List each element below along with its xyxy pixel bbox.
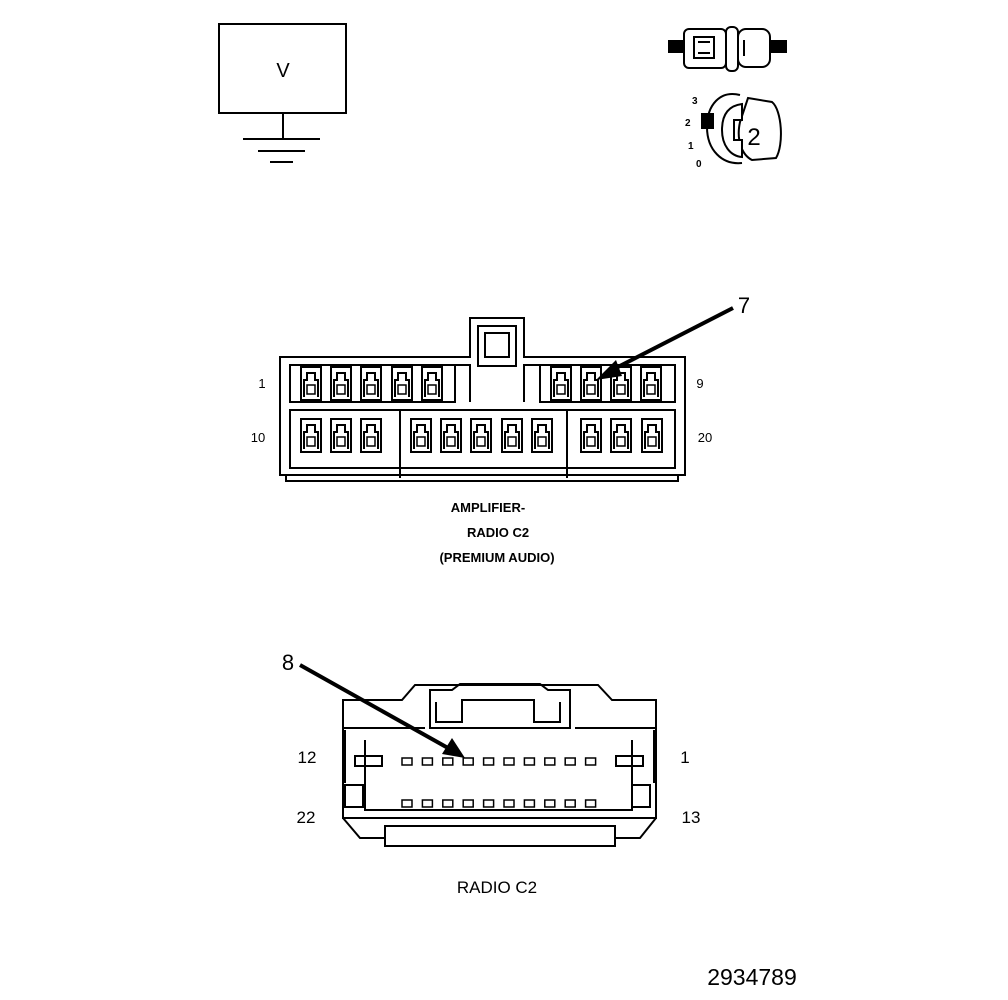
amp-cavity-bottom-9 (580, 418, 602, 453)
switch-key-number: 2 (747, 124, 760, 151)
radio-cavity-bottom-8 (544, 799, 556, 808)
switch-position-2: 2 (685, 118, 691, 129)
amp-cavity-top-3 (360, 366, 382, 401)
radio-side-key-left (344, 784, 364, 808)
radio-cavity-bottom-1 (401, 799, 413, 808)
amp-cavity-bottom-5 (440, 418, 462, 453)
radio-cavity-bottom-4 (462, 799, 474, 808)
radio-polarity-slot-right (615, 755, 644, 767)
radio-caption: RADIO C2 (457, 878, 537, 897)
amp-cavity-bottom-3 (360, 418, 382, 453)
radio-cavity-bottom-2 (421, 799, 434, 808)
amp-pin-label-20: 20 (698, 430, 712, 445)
switch-position-marker (701, 113, 714, 129)
ignition-key-icon (668, 26, 787, 72)
amp-caption-line-1: AMPLIFIER- (451, 500, 525, 515)
amp-caption-line-2: RADIO C2 (467, 525, 529, 540)
radio-cavity-top-2 (421, 757, 434, 766)
radio-cavity-bottom-7 (523, 799, 536, 808)
callout-arrow-7 (596, 306, 734, 380)
amp-cavity-top-7 (580, 366, 602, 401)
callout-arrow-8 (299, 663, 465, 758)
radio-cavity-top-3 (442, 757, 454, 766)
radio-latch-frame (429, 698, 571, 729)
amp-cavity-bottom-8 (531, 418, 553, 453)
amp-bottom-row-frame (289, 409, 676, 469)
radio-pin-label-13: 13 (682, 808, 701, 827)
radio-cavity-top-10 (584, 757, 597, 766)
radio-cavity-bottom-5 (482, 799, 495, 808)
radio-inner-frame (364, 740, 633, 811)
radio-cavity-top-9 (564, 757, 576, 766)
key-bow (737, 28, 771, 68)
key-slot (693, 36, 715, 59)
ignition-switch-icon (701, 93, 782, 165)
amp-cavity-bottom-11 (641, 418, 663, 453)
radio-terminal-cavities (401, 757, 597, 808)
amp-cavity-bottom-10 (610, 418, 632, 453)
key-head (683, 28, 727, 69)
radio-cavity-bottom-9 (564, 799, 576, 808)
amp-pin-label-9: 9 (696, 376, 703, 391)
amp-terminal-cavities (300, 366, 663, 453)
amp-connector-base (285, 474, 679, 482)
key-ring (725, 26, 739, 72)
radio-connector-housing (342, 684, 657, 819)
radio-cavity-bottom-10 (584, 799, 597, 808)
radio-cavity-top-1 (401, 757, 413, 766)
radio-latch-outer (429, 683, 571, 698)
voltmeter-symbol (218, 23, 347, 163)
amp-pin-label-10: 10 (251, 430, 265, 445)
radio-cavity-top-8 (544, 757, 556, 766)
switch-cylinder (737, 96, 782, 162)
radio-connector (342, 683, 657, 847)
amp-cavity-top-4 (391, 366, 413, 401)
radio-cavity-bottom-6 (503, 799, 515, 808)
voltmeter-label: V (276, 60, 290, 82)
amp-pin-label-1: 1 (258, 376, 265, 391)
amp-caption-line-3: (PREMIUM AUDIO) (439, 550, 554, 565)
amp-cavity-bottom-7 (501, 418, 523, 453)
amp-cavity-top-9 (640, 366, 662, 401)
radio-latch-inner (435, 699, 561, 723)
switch-position-3: 3 (692, 96, 698, 107)
amp-center-keyway (455, 364, 540, 402)
callout-label-8: 8 (282, 650, 294, 675)
amp-cavity-bottom-1 (300, 418, 322, 453)
amp-cavity-bottom-6 (470, 418, 492, 453)
radio-cavity-top-6 (503, 757, 515, 766)
radio-cavity-top-5 (482, 757, 495, 766)
amp-locking-tab-inner (484, 332, 510, 358)
switch-position-0: 0 (696, 159, 702, 170)
amp-locking-tab (477, 325, 517, 367)
amplifier-connector (279, 317, 686, 482)
callout-label-7: 7 (738, 293, 750, 318)
radio-connector-foot (384, 825, 616, 847)
amp-cavity-bottom-4 (410, 418, 432, 453)
radio-cavity-top-4 (462, 757, 474, 766)
radio-pin-label-1: 1 (680, 748, 689, 767)
radio-pin-label-12: 12 (298, 748, 317, 767)
radio-cavity-bottom-3 (442, 799, 454, 808)
amp-cavity-top-5 (421, 366, 443, 401)
radio-side-walls (344, 730, 655, 783)
radio-cavity-top-7 (523, 757, 536, 766)
radio-pin-label-22: 22 (297, 808, 316, 827)
figure-number: 2934789 (707, 964, 797, 990)
amp-cavity-bottom-2 (330, 418, 352, 453)
radio-polarity-slot-left (354, 755, 383, 767)
switch-face (720, 102, 743, 159)
switch-position-1: 1 (688, 141, 694, 152)
amp-top-row-left-frame (289, 364, 456, 403)
amp-cavity-top-2 (330, 366, 352, 401)
amp-top-row-right-frame (539, 364, 676, 403)
amp-cavity-top-6 (550, 366, 572, 401)
amp-cavity-top-1 (300, 366, 322, 401)
